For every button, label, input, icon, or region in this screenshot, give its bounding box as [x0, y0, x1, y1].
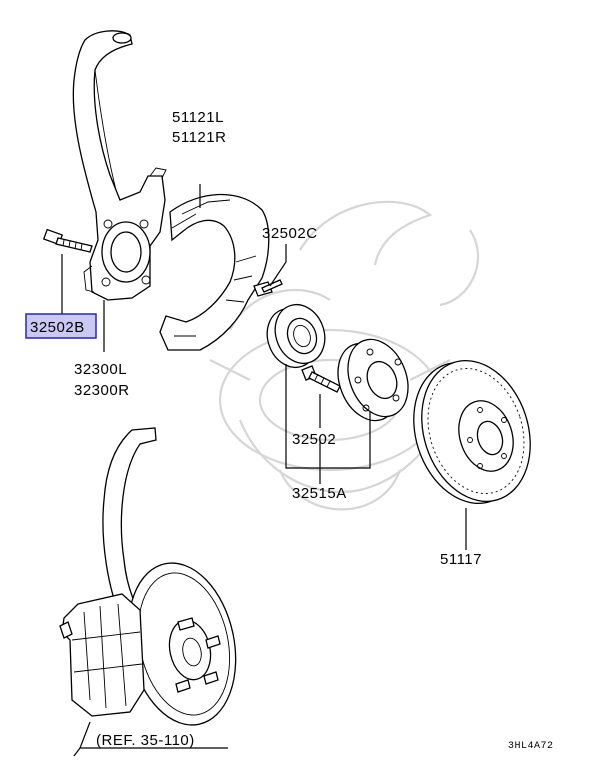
label-32502B[interactable]: 32502B — [30, 319, 85, 336]
label-51117[interactable]: 51117 — [440, 551, 482, 568]
bolt-32502C — [253, 279, 283, 297]
reference-label[interactable]: (REF. 35-110) — [96, 732, 195, 749]
label-32515A[interactable]: 32515A — [292, 485, 347, 502]
leader-lines — [61, 184, 467, 757]
highlight-box — [25, 313, 97, 339]
assembled-view — [59, 427, 237, 726]
steering-knuckle — [72, 30, 167, 301]
label-51121L[interactable]: 51121L — [172, 109, 224, 126]
label-32300L[interactable]: 32300L — [74, 361, 127, 378]
label-32300R[interactable]: 32300R — [74, 382, 130, 399]
diagram-code: 3HL4A72 — [508, 741, 554, 752]
bolt-32502B — [42, 228, 93, 253]
hub-stud — [301, 365, 341, 393]
label-32502[interactable]: 32502 — [292, 431, 336, 448]
dust-shield — [159, 193, 270, 351]
label-51121R[interactable]: 51121R — [172, 129, 226, 146]
hub-flange — [337, 338, 409, 422]
label-32502C[interactable]: 32502C — [262, 225, 318, 242]
brake-rotor — [413, 360, 531, 504]
hub-bearing — [266, 303, 326, 369]
